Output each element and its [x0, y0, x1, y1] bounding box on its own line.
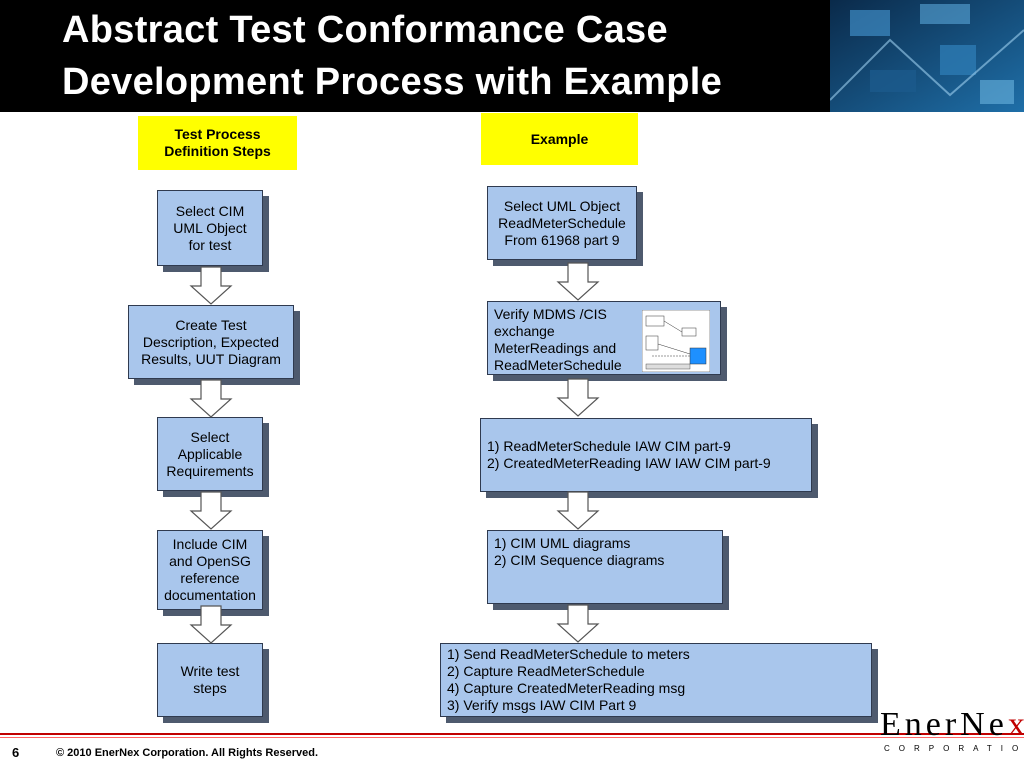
logo-word-main: EnerNe: [880, 706, 1008, 743]
page-number: 6: [12, 745, 20, 760]
step-text-line: reference: [180, 570, 240, 586]
step-text-line: 1) ReadMeterSchedule IAW CIM part-9: [487, 438, 731, 454]
example-step-4: 1) CIM UML diagrams 2) CIM Sequence diag…: [487, 530, 723, 604]
process-step-5: Write test steps: [157, 643, 263, 717]
step-text-line: steps: [193, 680, 227, 696]
step-text-line: 3) Verify msgs IAW CIM Part 9: [447, 697, 637, 713]
copyright-text: © 2010 EnerNex Corporation. All Rights R…: [56, 747, 318, 759]
step-text-line: exchange: [494, 323, 555, 339]
enernex-logo: EnerNex CORPORATION: [880, 700, 1024, 760]
step-text-line: Applicable: [177, 445, 243, 462]
process-step-2: Create Test Description, Expected Result…: [128, 305, 294, 379]
logo-subtitle: CORPORATION: [884, 744, 1024, 753]
step-text-line: Select CIM: [175, 202, 245, 219]
step-text-line: 2) CreatedMeterReading IAW IAW CIM part-…: [487, 455, 771, 471]
step-text-line: 2) CIM Sequence diagrams: [494, 552, 665, 568]
step-text-line: for test: [188, 236, 232, 253]
process-label-line-1: Test Process: [174, 126, 261, 142]
step-text-line: and OpenSG: [169, 553, 251, 569]
down-arrow-icon: [189, 379, 233, 418]
logo-wordmark: EnerNex: [880, 706, 1024, 744]
example-step-5: 1) Send ReadMeterSchedule to meters 2) C…: [440, 643, 872, 717]
footer-rule-thin: [0, 737, 1024, 738]
step-text-line: Requirements: [166, 462, 254, 479]
step-text-line: Select: [190, 428, 230, 445]
process-step-1: Select CIM UML Object for test: [157, 190, 263, 266]
down-arrow-icon: [556, 262, 600, 301]
example-label-text: Example: [530, 130, 589, 147]
down-arrow-icon: [556, 604, 600, 643]
process-step-3: Select Applicable Requirements: [157, 417, 263, 491]
process-label-line-2: Definition Steps: [164, 143, 271, 159]
process-step-4: Include CIM and OpenSG reference documen…: [157, 530, 263, 610]
down-arrow-icon: [189, 605, 233, 644]
step-text-line: 1) Send ReadMeterSchedule to meters: [447, 646, 690, 662]
example-step-3: 1) ReadMeterSchedule IAW CIM part-9 2) C…: [480, 418, 812, 492]
step-text-line: ReadMeterSchedule: [494, 357, 622, 373]
step-text-line: Select UML Object: [503, 197, 621, 214]
down-arrow-icon: [189, 491, 233, 530]
sequence-diagram-thumbnail: [642, 310, 710, 372]
step-text-line: Create Test: [175, 316, 247, 333]
step-text-line: Include CIM: [172, 536, 248, 552]
header-decorative-image: [830, 0, 1024, 112]
down-arrow-icon: [189, 266, 233, 305]
step-text-line: UML Object: [173, 219, 247, 236]
step-text-line: 4) Capture CreatedMeterReading msg: [447, 680, 686, 696]
example-column-label: Example: [481, 113, 638, 165]
example-step-2: Verify MDMS /CIS exchange MeterReadings …: [487, 301, 721, 375]
step-text-line: Write test: [180, 663, 240, 679]
step-text-line: documentation: [164, 587, 256, 603]
slide-title: Abstract Test Conformance Case Developme…: [62, 4, 722, 108]
logo-word-x: x: [1007, 706, 1024, 743]
example-step-1: Select UML Object ReadMeterSchedule From…: [487, 186, 637, 260]
step-text-line: From 61968 part 9: [504, 231, 620, 248]
step-text-line: 1) CIM UML diagrams: [494, 535, 631, 551]
down-arrow-icon: [556, 378, 600, 417]
process-column-label: Test Process Definition Steps: [138, 116, 297, 170]
step-text-line: Verify MDMS /CIS: [494, 306, 607, 322]
step-text-line: Results, UUT Diagram: [141, 350, 281, 367]
footer-rule: [0, 733, 1024, 735]
step-text-line: 2) Capture ReadMeterSchedule: [447, 663, 645, 679]
down-arrow-icon: [556, 491, 600, 530]
slide-title-line-1: Abstract Test Conformance Case: [62, 9, 668, 51]
slide-header: Abstract Test Conformance Case Developme…: [0, 0, 1024, 112]
step-text-line: Description, Expected: [142, 333, 280, 350]
step-text-line: ReadMeterSchedule: [498, 214, 626, 231]
step-text-line: MeterReadings and: [494, 340, 617, 356]
slide-title-line-2: Development Process with Example: [62, 61, 723, 103]
